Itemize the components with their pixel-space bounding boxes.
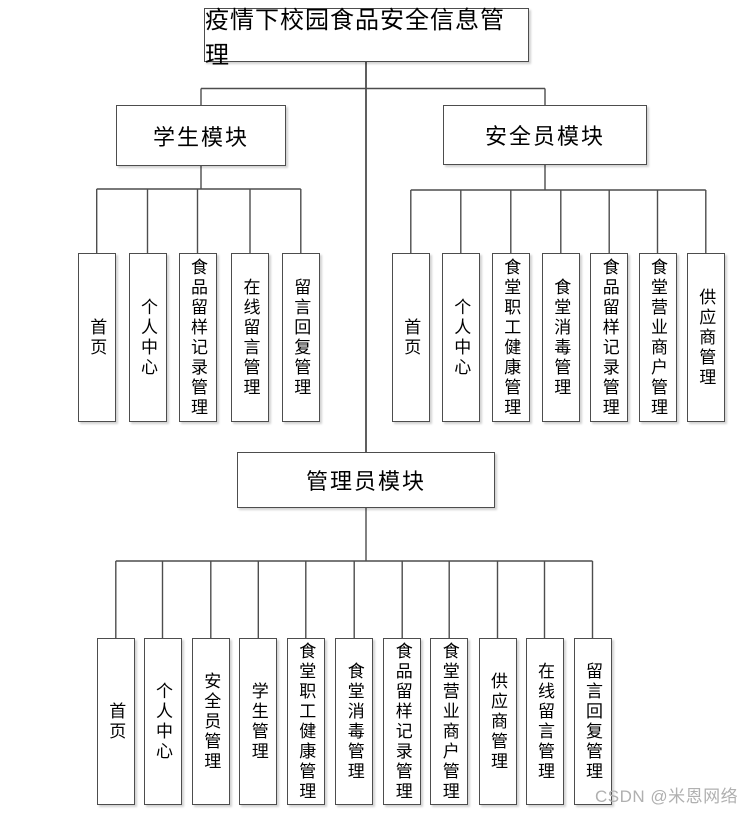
leaf-node-admin-8: 供应商管理 [478,638,517,805]
leaf-node-safety-2: 食堂职工健康管理 [491,253,530,422]
leaf-label: 供应商管理 [488,671,507,772]
leaf-label: 食堂职工健康管理 [501,257,521,418]
leaf-label: 首页 [401,317,421,358]
module-node-admin: 管理员模块 [237,452,495,508]
leaf-node-admin-7: 食堂营业商户管理 [430,638,469,805]
root-node: 疫情下校园食品安全信息管理 [204,7,529,69]
leaf-label: 食堂消毒管理 [551,277,571,398]
leaf-node-student-3: 在线留言管理 [231,253,269,422]
leaf-label: 食品留样记录管理 [599,257,619,418]
leaf-label: 在线留言管理 [535,661,554,782]
leaf-label: 学生管理 [248,681,268,762]
leaf-node-safety-3: 食堂消毒管理 [541,253,580,422]
leaf-label: 首页 [87,317,107,358]
leaf-node-admin-3: 学生管理 [239,638,278,805]
leaf-label: 食品留样记录管理 [188,257,207,418]
leaf-node-safety-6: 供应商管理 [686,253,725,422]
leaf-node-admin-6: 食品留样记录管理 [383,638,422,805]
leaf-node-admin-1: 个人中心 [143,638,182,805]
leaf-label: 食堂营业商户管理 [648,257,667,418]
leaf-label: 安全员管理 [201,671,221,772]
leaf-node-safety-1: 个人中心 [441,253,480,422]
leaf-node-student-0: 首页 [77,253,116,422]
leaf-label: 食堂消毒管理 [344,661,364,782]
leaf-label: 个人中心 [153,681,172,762]
leaf-node-admin-5: 食堂消毒管理 [335,638,374,805]
leaf-label: 首页 [106,701,126,742]
leaf-node-student-4: 留言回复管理 [281,253,320,422]
leaf-label: 个人中心 [451,297,471,378]
leaf-node-admin-9: 在线留言管理 [525,638,564,805]
module-node-safety: 安全员模块 [443,105,647,165]
module-node-student: 学生模块 [116,105,286,166]
leaf-node-student-1: 个人中心 [128,253,167,422]
watermark: CSDN @米恩网络 [595,787,739,806]
leaf-node-admin-10: 留言回复管理 [573,638,612,805]
leaf-label: 在线留言管理 [240,277,260,398]
leaf-label: 留言回复管理 [291,277,311,398]
leaf-label: 供应商管理 [696,287,716,388]
leaf-node-student-2: 食品留样记录管理 [178,253,217,422]
leaf-label: 个人中心 [138,297,157,378]
leaf-node-safety-5: 食堂营业商户管理 [638,253,677,422]
leaf-label: 食品留样记录管理 [392,641,412,802]
leaf-node-admin-4: 食堂职工健康管理 [286,638,325,805]
leaf-label: 留言回复管理 [583,661,602,782]
leaf-node-safety-0: 首页 [391,253,430,422]
leaf-node-admin-0: 首页 [96,638,135,805]
leaf-label: 食堂营业商户管理 [439,641,459,802]
leaf-label: 食堂职工健康管理 [296,641,316,802]
leaf-node-safety-4: 食品留样记录管理 [590,253,629,422]
leaf-node-admin-2: 安全员管理 [191,638,230,805]
